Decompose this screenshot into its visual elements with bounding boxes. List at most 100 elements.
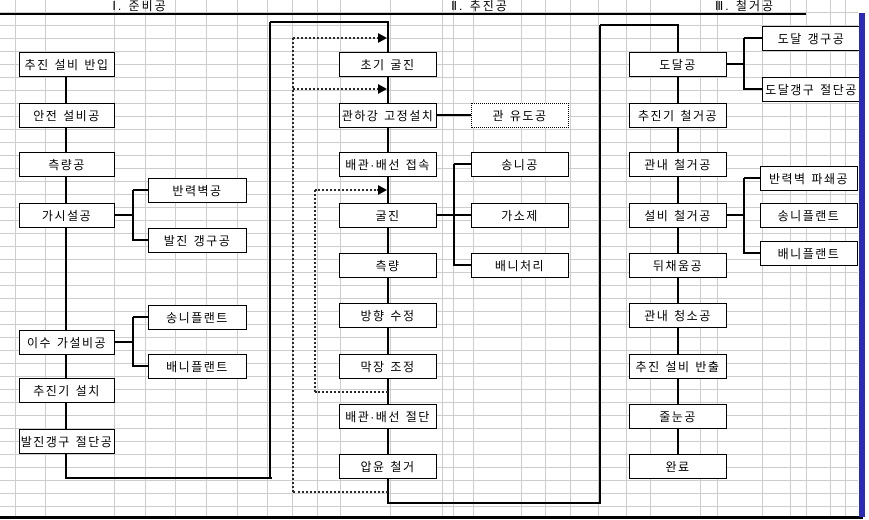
flow-connector-line: [65, 355, 67, 378]
window-right-border: [859, 13, 865, 517]
flow-node-s3-9[interactable]: 완료: [629, 454, 727, 479]
flow-node-s2-8[interactable]: 배관·배선 절단: [339, 404, 437, 429]
flow-node-s3-6[interactable]: 관내 청소공: [629, 303, 727, 328]
flow-connector-line: [744, 177, 760, 179]
flow-connector-line: [114, 341, 133, 343]
grid-column-line: [626, 0, 627, 517]
feedback-dotted-line: [292, 38, 294, 492]
flow-node-s2-9[interactable]: 압윤 철거: [339, 454, 437, 479]
flow-node-s2-4c[interactable]: 배니처리: [471, 253, 569, 278]
flow-connector-line: [65, 77, 67, 103]
grid-column-line: [175, 0, 176, 517]
flow-node-s1-3[interactable]: 측량공: [19, 152, 115, 177]
flow-node-s1-6[interactable]: 추진기 설치: [19, 378, 115, 403]
flow-connector-line: [454, 163, 471, 165]
flow-node-s3-8[interactable]: 줄눈공: [629, 404, 727, 429]
flow-node-s3-1a[interactable]: 도달 갱구공: [762, 26, 861, 51]
flow-connector-line: [743, 178, 745, 254]
flow-connector-line: [387, 278, 389, 303]
flow-node-s3-4a[interactable]: 반력벽 파쇄공: [760, 166, 858, 191]
flow-connector-line: [600, 24, 679, 26]
flow-node-s3-7[interactable]: 추진 설비 반출: [629, 354, 727, 379]
grid-column-line: [145, 0, 146, 517]
section-title-1: Ⅰ. 준비공: [112, 0, 168, 13]
flow-node-s1-5a[interactable]: 송니플랜트: [148, 305, 247, 330]
grid-column-line: [15, 0, 16, 517]
flow-connector-line: [677, 77, 679, 103]
flow-connector-line: [677, 177, 679, 203]
flow-connector-line: [387, 77, 389, 103]
flow-node-s3-3[interactable]: 관내 철거공: [629, 152, 727, 177]
feedback-dotted-line: [314, 190, 316, 392]
flow-node-s3-4[interactable]: 설비 철거공: [629, 203, 727, 228]
flow-connector-line: [66, 477, 272, 479]
flow-connector-line: [677, 429, 679, 454]
flow-connector-line: [387, 328, 389, 354]
grid-column-line: [237, 0, 238, 517]
flow-node-s3-1[interactable]: 도달공: [629, 52, 727, 77]
flow-connector-line: [387, 429, 389, 454]
flow-node-s1-5[interactable]: 이수 가설비공: [19, 330, 115, 355]
flow-connector-line: [677, 128, 679, 152]
section-title-3: Ⅲ. 철거공: [714, 0, 776, 13]
flow-connector-line: [133, 365, 148, 367]
grid-column-line: [114, 0, 115, 517]
feedback-dotted-line: [315, 391, 388, 393]
flow-node-s2-7[interactable]: 막장 조정: [339, 354, 437, 379]
flow-node-s2-4[interactable]: 굴진: [339, 203, 437, 228]
flow-connector-line: [269, 22, 271, 479]
flow-node-s3-2[interactable]: 추진기 철거공: [629, 103, 727, 128]
flow-node-s2-4b[interactable]: 가소제: [471, 203, 569, 228]
flow-node-s2-6[interactable]: 방향 수정: [339, 303, 437, 328]
flow-node-s1-4a[interactable]: 반력벽공: [148, 178, 247, 203]
flow-connector-line: [133, 189, 148, 191]
flow-node-s2-5[interactable]: 측량: [339, 253, 437, 278]
arrowhead-right-icon: [378, 185, 387, 195]
flow-connector-line: [133, 316, 148, 318]
flow-node-s3-4c[interactable]: 배니플랜트: [760, 241, 858, 266]
flow-connector-line: [744, 37, 762, 39]
flow-connector-line: [132, 317, 134, 367]
flow-node-s2-4a[interactable]: 송니공: [471, 152, 569, 177]
feedback-dotted-line: [293, 37, 379, 39]
flow-connector-line: [65, 403, 67, 429]
flow-connector-line: [65, 454, 67, 479]
flow-connector-line: [743, 38, 745, 90]
flow-node-s2-3[interactable]: 배관·배선 접속: [339, 152, 437, 177]
flow-connector-line: [677, 278, 679, 303]
flow-connector-line: [387, 128, 389, 152]
flow-node-s2-1[interactable]: 초기 굴진: [339, 52, 437, 77]
flow-node-s1-1[interactable]: 추진 설비 반입: [19, 52, 115, 77]
flow-node-s2-2[interactable]: 관하강 고정설치: [339, 103, 437, 128]
flow-node-s1-7[interactable]: 발진갱구 절단공: [19, 429, 115, 454]
flow-node-s1-4b[interactable]: 발진 갱구공: [148, 228, 247, 253]
grid-column-line: [267, 0, 268, 517]
flow-connector-line: [387, 177, 389, 203]
section-title-2: Ⅱ. 추진공: [451, 0, 509, 13]
flow-connector-line: [132, 190, 134, 241]
flow-node-s1-5b[interactable]: 배니플랜트: [148, 354, 247, 379]
flow-connector-line: [677, 328, 679, 354]
flow-node-s3-4b[interactable]: 송니플랜트: [760, 203, 858, 228]
flow-connector-line: [744, 252, 760, 254]
flow-node-s3-5[interactable]: 뒤채움공: [629, 253, 727, 278]
flow-connector-line: [65, 228, 67, 330]
flow-node-s1-2[interactable]: 안전 설비공: [19, 103, 115, 128]
flow-connector-line: [727, 214, 744, 216]
flow-connector-line: [453, 164, 455, 266]
sheet-bottom-border: [0, 516, 863, 519]
flow-node-s2-2a[interactable]: 관 유도공: [471, 103, 569, 128]
flow-connector-line: [388, 502, 601, 504]
flow-node-s1-4[interactable]: 가시설공: [19, 203, 115, 228]
flow-node-s3-1b[interactable]: 도달갱구 절단공: [762, 77, 861, 102]
arrowhead-right-icon: [378, 84, 387, 94]
flow-connector-line: [437, 114, 471, 116]
grid-column-line: [598, 0, 599, 517]
arrowhead-right-icon: [378, 33, 387, 43]
feedback-dotted-line: [293, 88, 379, 90]
flow-connector-line: [65, 177, 67, 203]
grid-column-line: [570, 0, 571, 517]
flow-connector-line: [677, 25, 679, 52]
flow-connector-line: [677, 228, 679, 253]
